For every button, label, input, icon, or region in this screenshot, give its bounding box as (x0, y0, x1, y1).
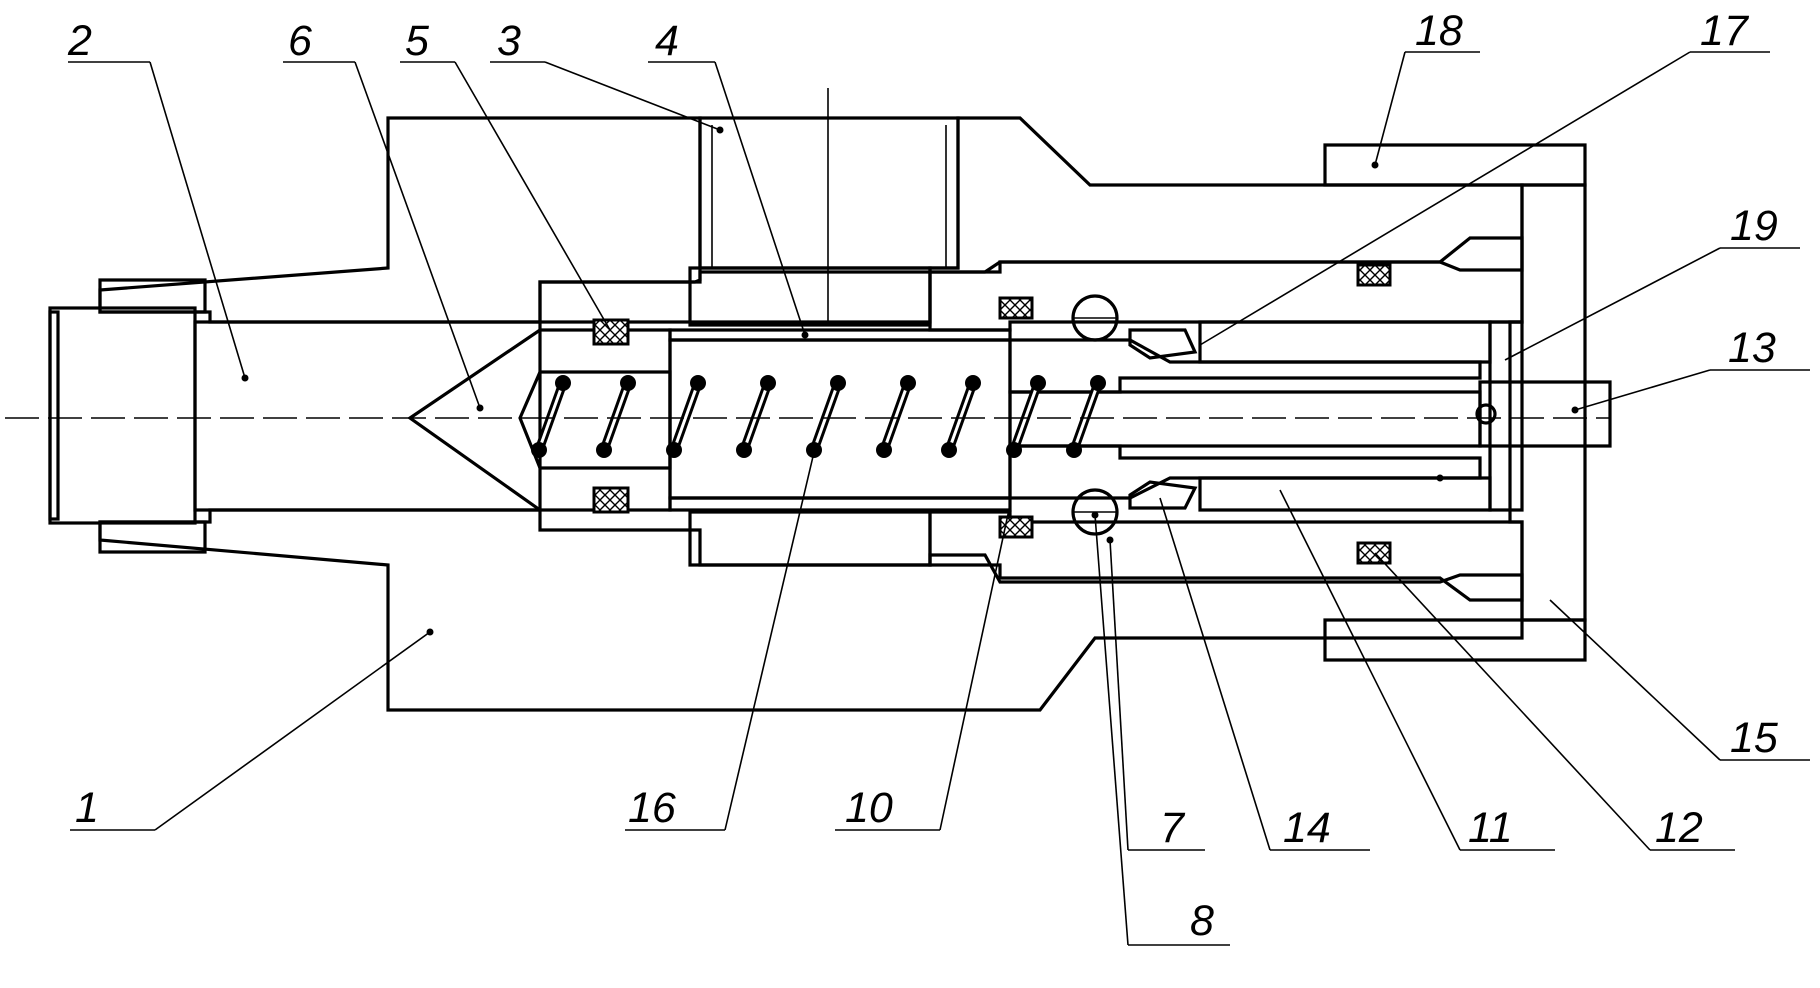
label-11: 11 (1468, 804, 1513, 852)
label-3: 3 (497, 17, 521, 65)
valve-cartridge (407, 328, 1012, 512)
wedge-ring-upper (1128, 328, 1198, 360)
label-10: 10 (845, 784, 893, 832)
label-12: 12 (1655, 804, 1703, 852)
spring-coil-section (941, 442, 957, 458)
spring-coil-section (1090, 375, 1106, 391)
leader-lines (68, 51, 1810, 946)
spring-coil-highlight (602, 382, 630, 451)
spring-coil-highlight (672, 382, 700, 451)
compression-spring (531, 375, 1106, 458)
label-14: 14 (1283, 804, 1331, 852)
spring-coil-highlight (947, 382, 975, 451)
seat-insert (928, 236, 1524, 602)
spring-coil-section (760, 375, 776, 391)
spring-coil-section (620, 375, 636, 391)
spring-coil-highlight (1072, 382, 1100, 451)
spring-coil-section (531, 442, 547, 458)
label-6: 6 (288, 17, 312, 65)
spring-coil-section (690, 375, 706, 391)
spring-coil-highlight (882, 382, 910, 451)
o-rings (592, 263, 1392, 565)
spring-coil-section (1030, 375, 1046, 391)
spring-coil-section (596, 442, 612, 458)
label-4: 4 (655, 17, 679, 65)
spring-coil-section (736, 442, 752, 458)
housing-body (98, 88, 1524, 712)
inlet-channel (193, 320, 542, 512)
spring-coil-section (555, 375, 571, 391)
label-16: 16 (628, 784, 676, 832)
label-19: 19 (1730, 202, 1778, 250)
label-1: 1 (75, 784, 99, 832)
spring-coil-highlight (537, 382, 565, 451)
label-17: 17 (1700, 7, 1750, 55)
spring-coil-section (1066, 442, 1082, 458)
label-2: 2 (67, 17, 92, 65)
spring-coil-section (876, 442, 892, 458)
wedge-ring-lower (1128, 480, 1198, 510)
label-5: 5 (405, 17, 430, 65)
label-8: 8 (1190, 897, 1214, 945)
actuator-rod (1475, 380, 1612, 448)
part-labels: 2 6 5 3 4 18 17 19 13 15 12 11 14 7 8 10… (67, 7, 1779, 945)
spring-coil-highlight (1012, 382, 1040, 451)
spring-coil-section (900, 375, 916, 391)
leader-dots (241, 126, 1579, 636)
label-13: 13 (1728, 324, 1776, 372)
spring-coil-highlight (812, 382, 840, 451)
label-18: 18 (1415, 7, 1463, 55)
inlet-fitting (48, 278, 207, 554)
label-7: 7 (1160, 804, 1186, 852)
label-15: 15 (1730, 714, 1779, 762)
spring-coil-section (965, 375, 981, 391)
spring-coil-highlight (742, 382, 770, 451)
spring-coil-section (830, 375, 846, 391)
spring-coil-section (1006, 442, 1022, 458)
spring-coil-section (666, 442, 682, 458)
